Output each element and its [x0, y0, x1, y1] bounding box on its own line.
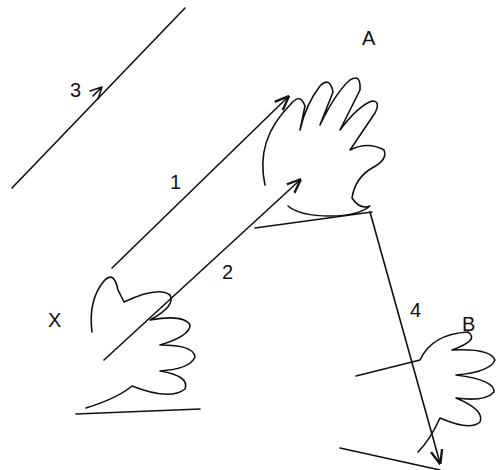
wrist-line	[76, 409, 200, 414]
vector-number: 3	[70, 80, 81, 100]
wrist-line	[340, 448, 440, 470]
arrow-head	[90, 87, 102, 99]
hand-outline	[263, 78, 385, 216]
vector-arrow	[104, 180, 300, 360]
vector-number: 2	[222, 262, 233, 282]
vector-number: 1	[170, 172, 181, 192]
hand-outline	[356, 332, 495, 452]
hand-label: B	[462, 314, 475, 334]
vector-number: 4	[410, 300, 421, 320]
hand-label: A	[362, 28, 375, 48]
vector-arrow	[370, 212, 440, 463]
wrist-line	[255, 212, 372, 228]
hand-outline	[86, 277, 195, 408]
vector-arrow	[112, 97, 288, 268]
hand-label: X	[48, 310, 61, 330]
vector-line	[12, 8, 185, 188]
